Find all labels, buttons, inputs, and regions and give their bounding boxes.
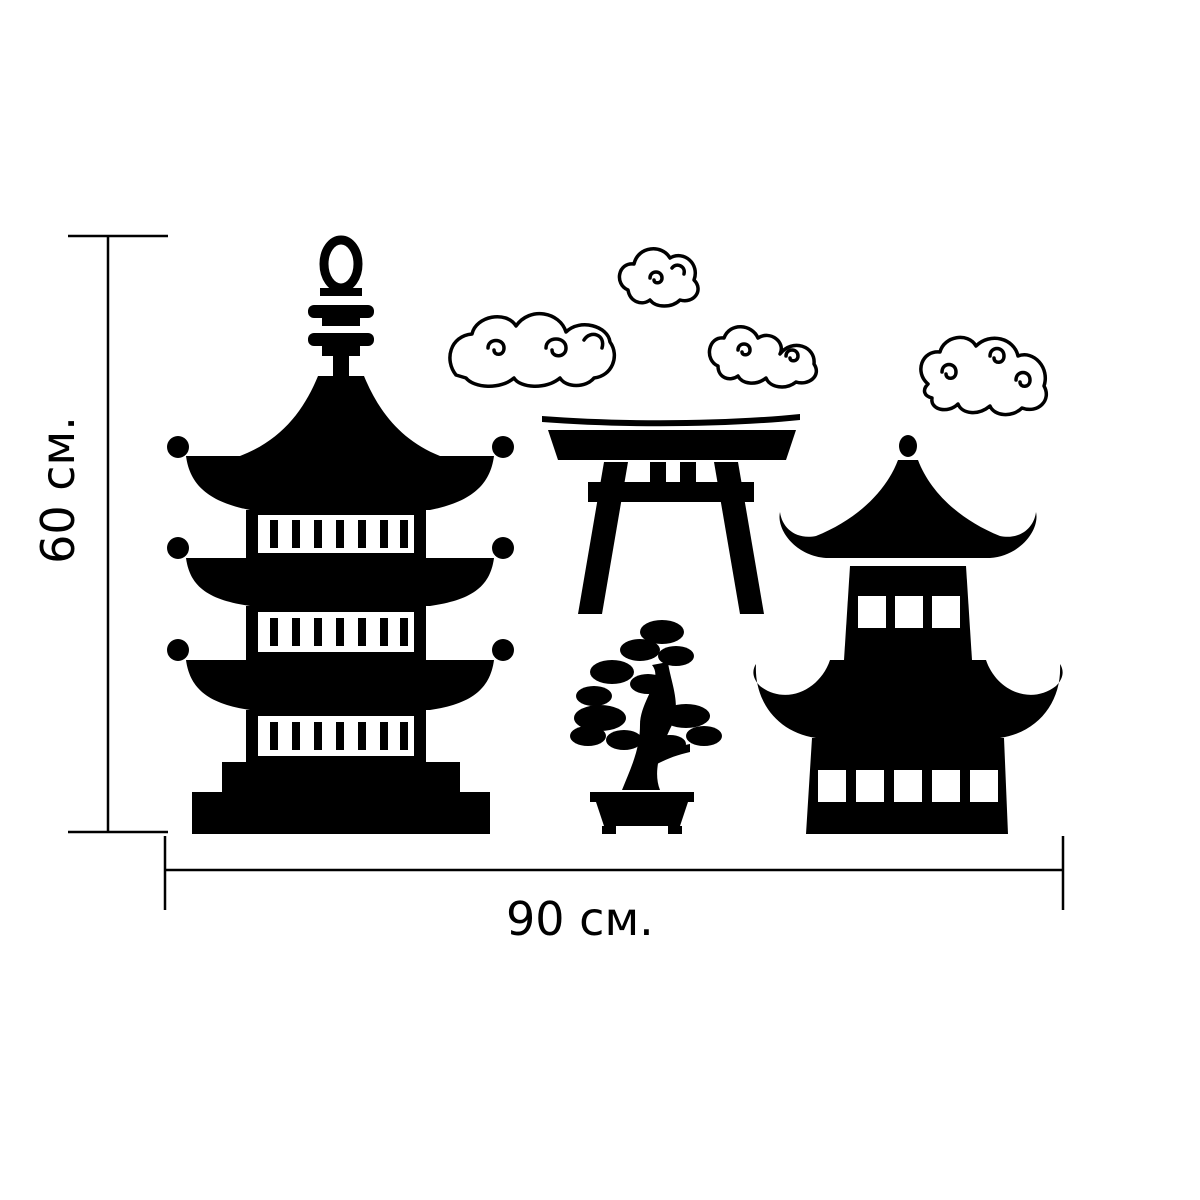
height-dimension-label: 60 см.	[31, 416, 85, 564]
cloud-icon	[448, 311, 616, 388]
height-dimension-line	[68, 234, 168, 834]
bonsai-tree-icon	[570, 620, 722, 834]
two-tier-pagoda-icon	[753, 435, 1063, 834]
cloud-icon	[919, 335, 1048, 417]
width-dimension-line	[163, 836, 1065, 910]
cloud-icon	[617, 247, 700, 308]
five-tier-pagoda-icon	[167, 235, 514, 834]
cloud-icon	[707, 325, 818, 389]
width-dimension-label: 90 см.	[506, 892, 654, 946]
torii-gate-icon	[542, 414, 800, 614]
